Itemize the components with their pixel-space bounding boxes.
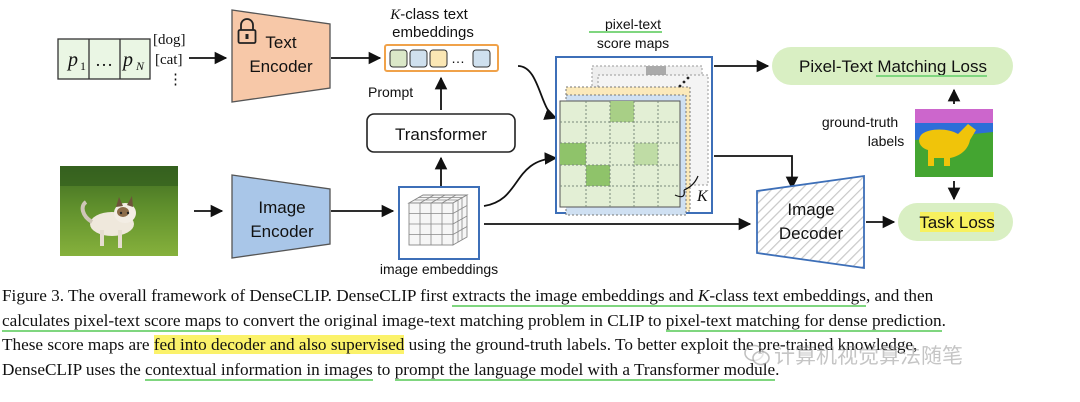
arrow bbox=[483, 152, 558, 207]
class-list: [dog] [cat] ⋮ bbox=[153, 32, 186, 88]
watermark-text: 计算机视觉算法随笔 bbox=[774, 344, 963, 368]
caption-underlined-segment: prompt the language model with a Transfo… bbox=[394, 359, 776, 381]
caption-highlighted-segment: fed into decoder and also supervised bbox=[153, 335, 405, 355]
image-decoder: Image Decoder bbox=[756, 174, 865, 270]
prompt-token-first-sub: 1 bbox=[80, 59, 86, 73]
prompt-token-last: p bbox=[121, 49, 133, 71]
prompt-token-first: p bbox=[66, 49, 78, 71]
caption-text: to bbox=[372, 359, 395, 379]
caption-text: , and then bbox=[865, 286, 934, 305]
class-embeddings-title-line2: embeddings bbox=[392, 24, 474, 41]
text-encoder: Text Encoder bbox=[231, 9, 331, 103]
image-encoder-label-line1: Image bbox=[258, 198, 305, 217]
image-decoder-label-line1: Image bbox=[787, 200, 834, 219]
input-cat-image bbox=[60, 166, 178, 256]
caption-underlined-segment: calculates pixel-text score maps bbox=[2, 310, 222, 332]
caption-text: to convert the original image-text match… bbox=[221, 310, 666, 330]
image-embeddings-label: image embeddings bbox=[380, 261, 498, 277]
caption-underlined-segment: extracts the image embeddings and K-clas… bbox=[452, 286, 866, 307]
stack-dots bbox=[678, 76, 690, 88]
ground-truth-segmentation bbox=[915, 109, 993, 177]
image-encoder-label-line2: Encoder bbox=[250, 222, 314, 241]
caption-text: using the ground-truth labels. To better… bbox=[404, 335, 918, 355]
class-name: [cat] bbox=[155, 52, 182, 68]
caption-line: DenseCLIP uses the contextual informatio… bbox=[2, 358, 1078, 383]
class-name: ⋮ bbox=[168, 72, 183, 88]
ground-truth-label-line2: labels bbox=[868, 133, 905, 149]
class-text-embeddings: … bbox=[384, 44, 499, 72]
wechat-icon bbox=[744, 344, 770, 366]
class-embeddings-title-rest: -class text bbox=[400, 6, 468, 23]
score-maps-stack bbox=[555, 56, 713, 216]
text-encoder-label-line2: Encoder bbox=[249, 57, 313, 76]
k-count-label: K bbox=[696, 188, 709, 205]
caption-underlined-segment: pixel-text matching for dense prediction bbox=[665, 310, 942, 332]
task-loss: Task Loss bbox=[898, 203, 1013, 241]
caption-text: extracts the image embeddings and bbox=[452, 286, 698, 305]
task-loss-label: Task Loss bbox=[919, 213, 995, 232]
transformer-block: Transformer bbox=[366, 113, 516, 153]
image-encoder: Image Encoder bbox=[231, 174, 331, 259]
arrow bbox=[714, 155, 799, 190]
caption-text: -class text embeddings bbox=[709, 286, 866, 305]
caption-text: . bbox=[941, 310, 946, 330]
k-symbol: K bbox=[697, 286, 710, 305]
ground-truth-label-line1: ground-truth bbox=[822, 114, 898, 130]
caption-underlined-segment: contextual information in images bbox=[145, 359, 373, 381]
pixel-text-matching-loss: Pixel-Text Matching Loss bbox=[772, 47, 1013, 85]
prompt-token-last-sub: N bbox=[135, 59, 145, 73]
caption-line: calculates pixel-text score maps to conv… bbox=[2, 309, 1078, 334]
score-map-front bbox=[559, 100, 681, 208]
caption-line: Figure 3. The overall framework of Dense… bbox=[2, 284, 1078, 309]
score-maps-title-line1: pixel-text bbox=[605, 16, 661, 32]
class-name: [dog] bbox=[153, 32, 186, 48]
caption-line: These score maps are fed into decoder an… bbox=[2, 333, 1078, 358]
transformer-label: Transformer bbox=[395, 125, 487, 144]
figure-caption: Figure 3. The overall framework of Dense… bbox=[2, 284, 1078, 382]
caption-text: DenseCLIP uses the bbox=[2, 359, 146, 379]
class-embeddings-title-line1: K-class text bbox=[389, 6, 468, 23]
prompt-token-ellipsis: … bbox=[95, 50, 113, 70]
k-symbol: K bbox=[389, 7, 401, 23]
prompt-tokens: p 1 … p N bbox=[57, 38, 151, 80]
image-decoder-label-line2: Decoder bbox=[779, 224, 844, 243]
embedding-ellipsis: … bbox=[451, 50, 465, 66]
score-maps-title-line2: score maps bbox=[597, 35, 669, 51]
pixel-text-loss-label: Pixel-Text Matching Loss bbox=[799, 57, 987, 76]
k-brace bbox=[674, 175, 699, 198]
watermark: 计算机视觉算法随笔 bbox=[744, 340, 963, 370]
denseclip-framework-diagram: p 1 … p N [dog] [cat] ⋮ Text Encoder K-c… bbox=[57, 6, 1013, 277]
caption-text: Figure 3. The overall framework of Dense… bbox=[2, 286, 453, 305]
caption-text: These score maps are bbox=[2, 335, 154, 355]
lock-icon bbox=[237, 18, 257, 44]
arrow bbox=[517, 65, 558, 120]
text-encoder-label-line1: Text bbox=[265, 33, 296, 52]
image-embeddings-cube bbox=[398, 186, 480, 260]
caption-text: . bbox=[775, 359, 780, 379]
prompt-label: Prompt bbox=[368, 84, 413, 100]
